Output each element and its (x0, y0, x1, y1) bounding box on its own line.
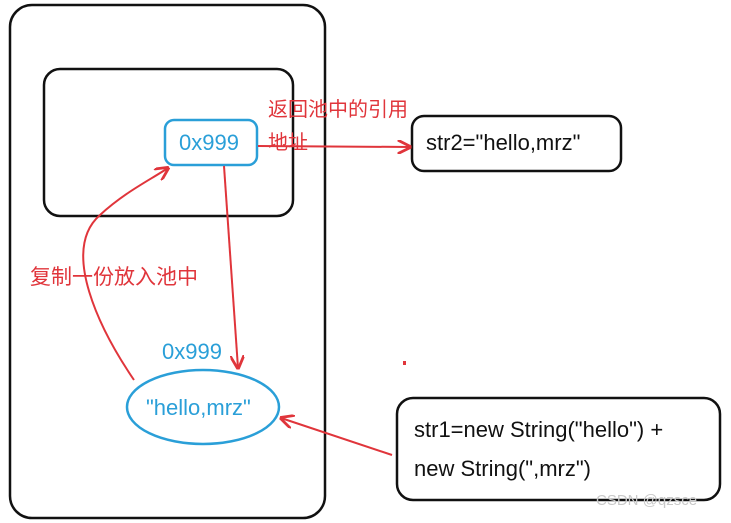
str1-code-line2: new String(",mrz") (414, 456, 591, 481)
str1-code-line1: str1=new String("hello") + (414, 417, 664, 442)
copy-to-pool-arrow (82, 168, 168, 381)
copy-to-pool-label: 复制一份放入池中 (30, 266, 198, 289)
return-reference-arrow (257, 146, 410, 147)
stray-dot (403, 361, 406, 365)
return-reference-label-line2: 地址 (268, 132, 308, 154)
str2-box (410, 114, 623, 173)
return-reference-label-line1: 返回池中的引用 (268, 99, 408, 121)
watermark: CSDN @qzsce (596, 492, 698, 509)
pool-address-box (163, 118, 259, 167)
heap-string-ellipse (125, 368, 281, 446)
heap-string-value: "hello,mrz" (146, 395, 251, 420)
pool-address-text: 0x999 (179, 130, 239, 155)
heap-address-label: 0x999 (162, 339, 222, 364)
heap-box (8, 3, 327, 520)
str1-box (395, 396, 722, 502)
str1-to-heap-arrow (281, 418, 393, 456)
str2-code-text: str2="hello,mrz" (426, 130, 581, 155)
string-pool-box (42, 67, 295, 218)
pool-to-heap-arrow (223, 165, 238, 368)
